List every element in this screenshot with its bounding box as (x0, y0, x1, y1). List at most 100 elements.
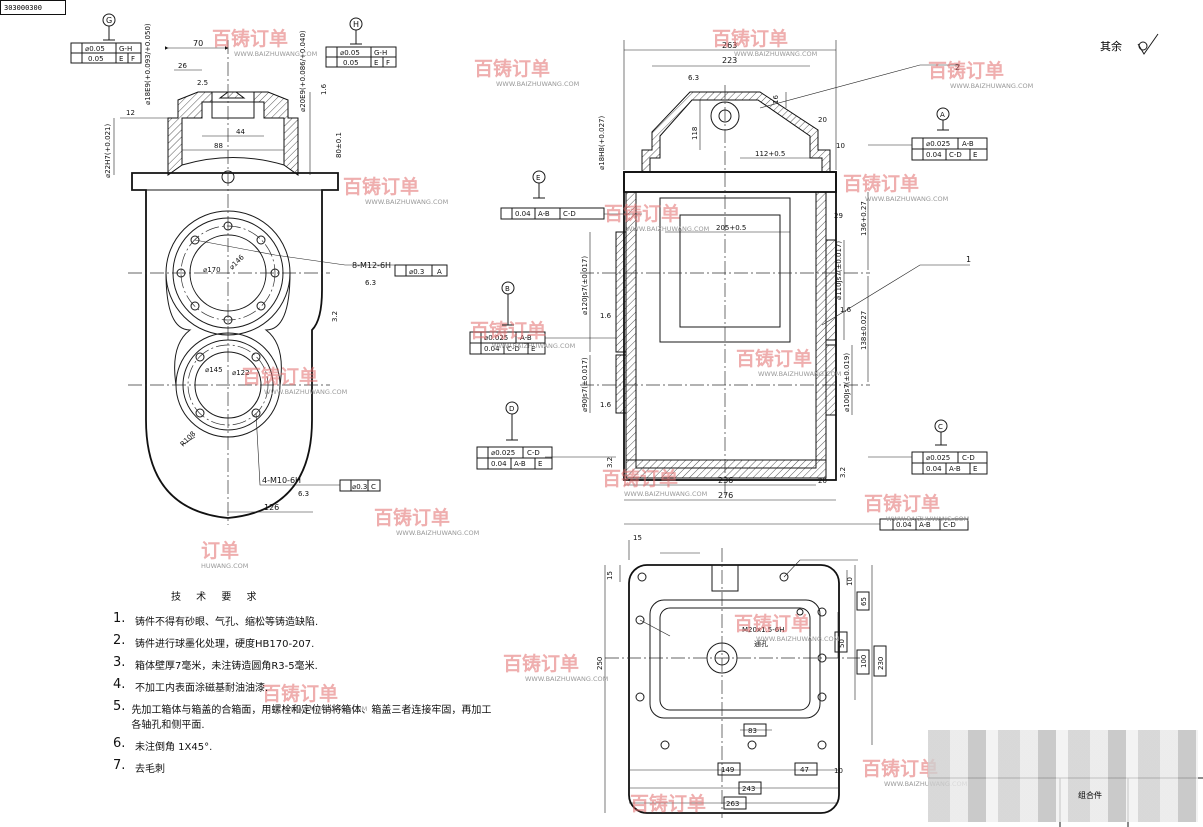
svg-text:⌀0.025: ⌀0.025 (484, 334, 508, 342)
title-block-name: 组合件 (1078, 791, 1102, 800)
svg-text:A-B: A-B (538, 210, 550, 218)
svg-text:百铸订单: 百铸订单 (602, 467, 678, 490)
svg-text:百铸订单: 百铸订单 (503, 652, 579, 675)
svg-text:⌀100Js7(±0.019): ⌀100Js7(±0.019) (843, 353, 851, 412)
svg-text:⌀120Js7(±0.017): ⌀120Js7(±0.017) (581, 256, 589, 315)
left-body-outline (131, 172, 339, 519)
svg-text:44: 44 (236, 128, 245, 136)
datum-h-label: H (353, 20, 359, 29)
svg-text:16: 16 (772, 95, 780, 104)
svg-text:E: E (973, 465, 977, 473)
svg-text:10: 10 (836, 142, 845, 150)
svg-text:47: 47 (800, 766, 809, 774)
svg-text:⌀0.3: ⌀0.3 (409, 268, 424, 276)
svg-text:⌀0.3: ⌀0.3 (352, 483, 367, 491)
svg-text:0.05: 0.05 (88, 55, 104, 63)
svg-text:WWW.BAIZHUWANG.COM: WWW.BAIZHUWANG.COM (756, 635, 839, 643)
svg-text:百铸订单: 百铸订单 (604, 202, 680, 225)
svg-text:E: E (119, 55, 123, 63)
svg-text:G-H: G-H (119, 45, 132, 53)
svg-text:WWW.BAIZHUWANG.COM: WWW.BAIZHUWANG.COM (496, 80, 579, 88)
svg-text:百铸订单: 百铸订单 (928, 59, 1004, 82)
datum-g-label: G (106, 16, 112, 25)
svg-text:6.3: 6.3 (688, 74, 699, 82)
roughness-note: 其余 (1100, 40, 1122, 53)
svg-text:百铸订单: 百铸订单 (843, 172, 919, 195)
svg-text:10: 10 (834, 767, 843, 775)
svg-text:A-B: A-B (949, 465, 961, 473)
drawing-number: 303000300 (0, 0, 66, 15)
svg-text:百铸订单: 百铸订单 (374, 506, 450, 529)
svg-text:20: 20 (818, 116, 827, 124)
svg-text:15: 15 (633, 534, 642, 542)
svg-text:50: 50 (838, 639, 846, 648)
roughness-symbol-icon (1137, 33, 1159, 55)
tol-g1: ⌀0.05 (85, 45, 105, 53)
svg-text:A-B: A-B (962, 140, 974, 148)
svg-text:126: 126 (264, 503, 279, 512)
svg-text:15: 15 (606, 571, 614, 580)
lower-bolt-holes (195, 352, 261, 418)
svg-text:WWW.BAIZHUWANG.COM: WWW.BAIZHUWANG.COM (234, 50, 317, 58)
svg-text:⌀110Js7(±0.017): ⌀110Js7(±0.017) (835, 241, 843, 300)
svg-text:订单: 订单 (201, 539, 239, 562)
svg-text:83: 83 (748, 727, 757, 735)
svg-text:0.04: 0.04 (515, 210, 531, 218)
note-item: 4.不加工内表面涂磁基耐油油漆. (113, 677, 269, 694)
svg-text:WWW.BAIZHUWANG.COM: WWW.BAIZHUWANG.COM (865, 195, 948, 203)
svg-text:WWW.BAIZHUWANG.COM: WWW.BAIZHUWANG.COM (626, 225, 709, 233)
svg-text:F: F (131, 55, 135, 63)
svg-text:149: 149 (721, 766, 734, 774)
svg-text:B: B (505, 285, 510, 293)
svg-text:0.04: 0.04 (484, 345, 500, 353)
svg-text:C-D: C-D (507, 345, 520, 353)
svg-text:0.04: 0.04 (926, 151, 942, 159)
technical-notes: 技 术 要 求 1.铸件不得有砂眼、气孔、缩松等铸造缺陷. 2.铸件进行球墨化处… (113, 588, 493, 780)
svg-text:百铸订单: 百铸订单 (736, 347, 812, 370)
svg-text:E: E (973, 151, 977, 159)
svg-text:136+0.27: 136+0.27 (860, 201, 868, 236)
svg-text:80±0.1: 80±0.1 (335, 132, 343, 158)
svg-text:112+0.5: 112+0.5 (755, 150, 785, 158)
svg-text:10: 10 (846, 577, 854, 586)
thread-4-m10: 4-M10-6H (262, 476, 301, 485)
svg-text:C: C (938, 423, 943, 431)
svg-text:65: 65 (860, 597, 868, 606)
svg-text:⌀170: ⌀170 (203, 266, 221, 274)
svg-text:118: 118 (691, 127, 699, 140)
part-label-2: 2 (955, 63, 960, 72)
svg-text:⌀18H8(+0.027): ⌀18H8(+0.027) (598, 116, 606, 170)
svg-text:276: 276 (718, 491, 733, 500)
notes-heading: 技 术 要 求 (171, 592, 263, 603)
svg-text:WWW.BAIZHUWANG.COM: WWW.BAIZHUWANG.COM (365, 198, 448, 206)
svg-text:WWW.BAIZHUWANG.COM: WWW.BAIZHUWANG.COM (264, 388, 347, 396)
svg-text:WWW.BAIZHUWANG.COM: WWW.BAIZHUWANG.COM (758, 370, 841, 378)
svg-text:E: E (538, 460, 542, 468)
svg-text:A: A (940, 111, 945, 119)
svg-text:⌀22H7(+0.021): ⌀22H7(+0.021) (104, 124, 112, 178)
svg-text:C-D: C-D (563, 210, 576, 218)
note-item: 2.铸件进行球墨化处理，硬度HB170-207. (113, 633, 315, 650)
svg-text:百铸订单: 百铸订单 (734, 612, 810, 635)
svg-text:6.3: 6.3 (365, 279, 376, 287)
svg-text:百铸订单: 百铸订单 (343, 175, 419, 198)
svg-text:223: 223 (722, 56, 737, 65)
svg-text:通孔: 通孔 (754, 639, 768, 648)
svg-text:E: E (374, 59, 378, 67)
front-view: 263 223 6.3 16 20 10 118 112+0.5 29 205+… (469, 40, 988, 531)
svg-text:百铸订单: 百铸订单 (862, 757, 938, 780)
svg-text:263: 263 (722, 41, 737, 50)
note-item: 3.箱体壁厚7毫米，未注铸造圆角R3-5毫米. (113, 655, 318, 672)
note-item: 7.去毛刺 (113, 758, 165, 775)
svg-text:⌀145: ⌀145 (205, 366, 223, 374)
part-label-1: 1 (966, 255, 971, 264)
left-housing-section (167, 91, 213, 176)
tol-h1: ⌀0.05 (340, 49, 360, 57)
svg-text:WWW.BAIZHUWANG.COM: WWW.BAIZHUWANG.COM (624, 490, 707, 498)
svg-text:HUWANG.COM: HUWANG.COM (201, 562, 248, 570)
svg-text:E: E (531, 345, 535, 353)
svg-text:百铸订单: 百铸订单 (864, 492, 940, 515)
svg-text:百铸订单: 百铸订单 (262, 682, 338, 705)
